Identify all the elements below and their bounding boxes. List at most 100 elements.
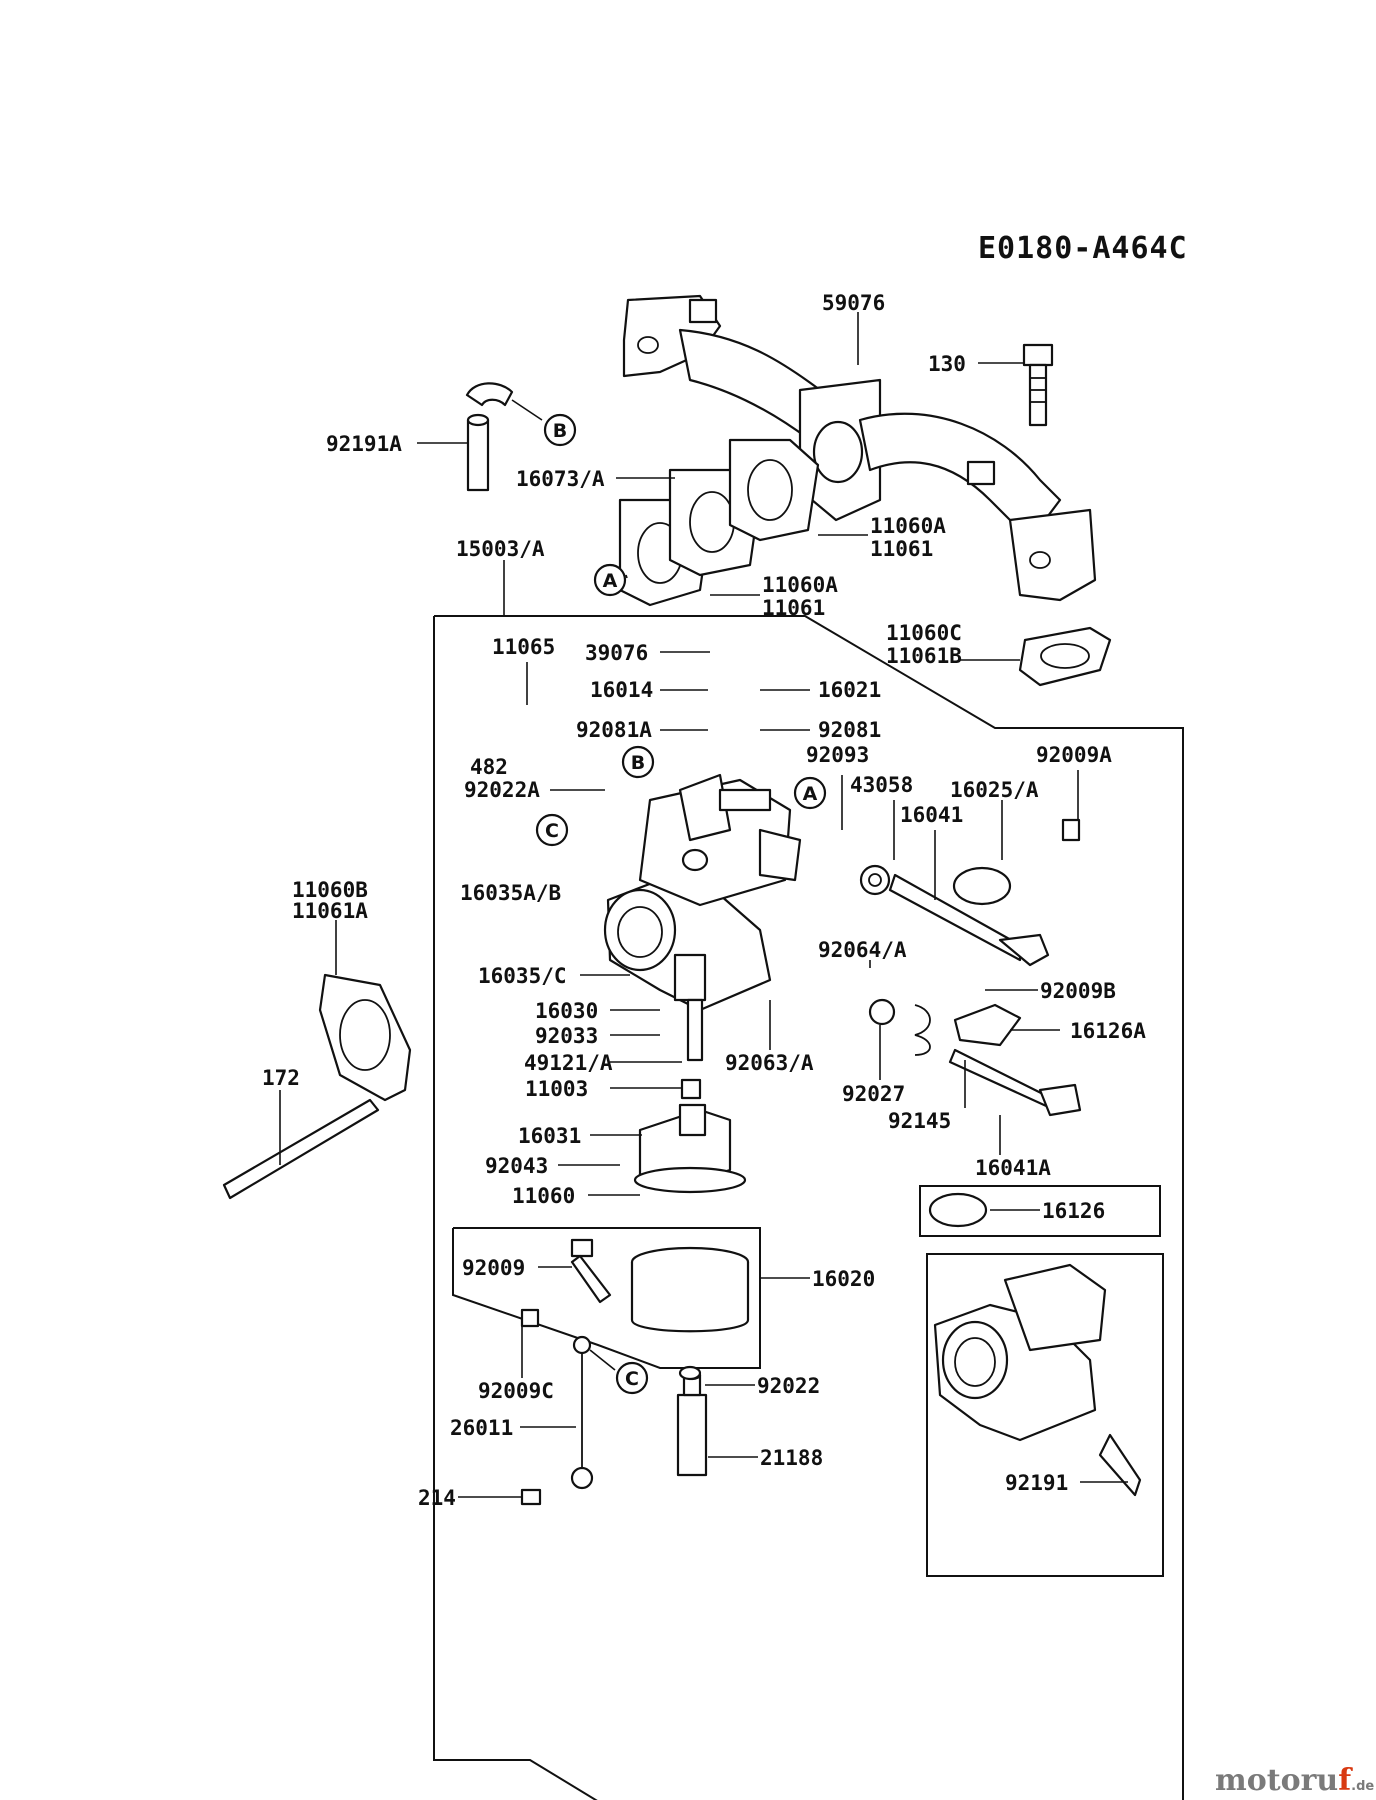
choke-shaft-16041 [859,864,1050,967]
label-92063a: 92063/A [725,1051,814,1075]
label-26011: 26011 [450,1416,513,1440]
label-16021: 16021 [818,678,881,702]
label-92009a: 92009A [1036,743,1112,767]
label-16035c: 16035/C [478,964,567,988]
label-92093: 92093 [806,743,869,767]
svg-text:B: B [631,752,645,774]
label-16041a: 16041A [975,1156,1051,1180]
leader-lines [279,312,1128,1498]
label-172: 172 [262,1066,300,1090]
label-21188: 21188 [760,1446,823,1470]
label-16020: 16020 [812,1267,875,1291]
label-16041: 16041 [900,803,963,827]
label-11003: 11003 [525,1077,588,1101]
float-16031 [633,1103,747,1194]
label-11061a: 11061A [292,899,368,923]
svg-text:A: A [803,783,818,805]
gasket-11060c [1018,626,1112,687]
label-15003a: 15003/A [456,537,545,561]
label-59076: 59076 [822,291,885,315]
label-39076: 39076 [585,641,648,665]
label-11065: 11065 [492,635,555,659]
inset-box-92191 [926,1253,1164,1577]
label-130: 130 [928,352,966,376]
screw-92009a [1061,818,1081,842]
choke-plate [952,866,1012,906]
label-11060c: 11060C [886,621,962,645]
label-92009b: 92009B [1040,979,1116,1003]
hose-92191a [465,382,514,492]
float-bowl-16020 [630,1246,750,1333]
svg-text:C: C [545,820,559,842]
label-92009c: 92009C [478,1379,554,1403]
label-92191: 92191 [1005,1471,1068,1495]
label-92145: 92145 [888,1109,951,1133]
label-92022a: 92022A [464,778,540,802]
label-16073a: 16073/A [516,467,605,491]
label-16030: 16030 [535,999,598,1023]
label-11061-1: 11061 [870,537,933,561]
gasket-11060b [318,973,412,1102]
carburetor-body [603,773,802,1012]
svg-text:B: B [553,420,567,442]
label-43058: 43058 [850,773,913,797]
watermark-logo: motoruf.de [1215,1763,1374,1798]
bowl-group-box [452,1227,761,1369]
label-16035ab: 16035A/B [460,881,561,905]
label-11060: 11060 [512,1184,575,1208]
stud-172 [222,1098,380,1200]
svg-text:motoruf.de: motoruf.de [1215,1763,1374,1798]
inset-box-16126 [919,1185,1161,1237]
inset-carburetor [933,1263,1142,1497]
label-16126: 16126 [1042,1199,1105,1223]
label-92033: 92033 [535,1024,598,1048]
gasket-stack [618,438,820,607]
label-92064a: 92064/A [818,938,907,962]
throttle-plate [953,1003,1022,1047]
spring-92145 [914,1004,931,1056]
label-92191a: 92191A [326,432,402,456]
label-16025a: 16025/A [950,778,1039,802]
label-11061-2: 11061 [762,596,825,620]
washer-92022 [678,1365,702,1381]
solenoid-21188 [676,1369,708,1477]
callout-b-top: B [511,399,577,447]
lead-wire-26011 [570,1335,594,1490]
label-92043: 92043 [485,1154,548,1178]
svg-text:C: C [625,1368,639,1390]
label-11061b: 11061B [886,644,962,668]
svg-text:A: A [603,570,618,592]
label-16031: 16031 [518,1124,581,1148]
screw-214 [520,1488,542,1506]
label-482: 482 [470,755,508,779]
bowl-screw-92009 [570,1238,612,1304]
throttle-shaft-16041a [948,1048,1082,1117]
main-jet-needle [686,998,704,1062]
assembly-frame [433,615,1184,1800]
callout-c-wire: C [589,1349,649,1395]
label-92027: 92027 [842,1082,905,1106]
label-92081: 92081 [818,718,881,742]
plate-16126 [928,1192,988,1228]
label-49121a: 49121/A [524,1051,613,1075]
callout-c-carb: C [535,813,569,847]
callout-a-left: A [593,563,628,597]
label-92022: 92022 [757,1374,820,1398]
label-16014: 16014 [590,678,653,702]
main-jet-11003 [680,1078,702,1100]
diagram-code: E0180-A464C [978,231,1188,266]
label-92081a: 92081A [576,718,652,742]
screw-92009c [520,1308,540,1328]
label-16126a: 16126A [1070,1019,1146,1043]
label-92009: 92009 [462,1256,525,1280]
bolt-130 [1022,343,1054,427]
label-11060a-2: 11060A [762,573,838,597]
callout-b-carb: B [621,745,655,779]
label-11060a-1: 11060A [870,514,946,538]
label-214: 214 [418,1486,456,1510]
part-labels: 59076 130 92191A 16073/A 11060A 11061 15… [262,291,1146,1510]
label-11060b: 11060B [292,878,368,902]
callout-a-carb: A [793,776,827,810]
seal-92027 [868,998,896,1026]
